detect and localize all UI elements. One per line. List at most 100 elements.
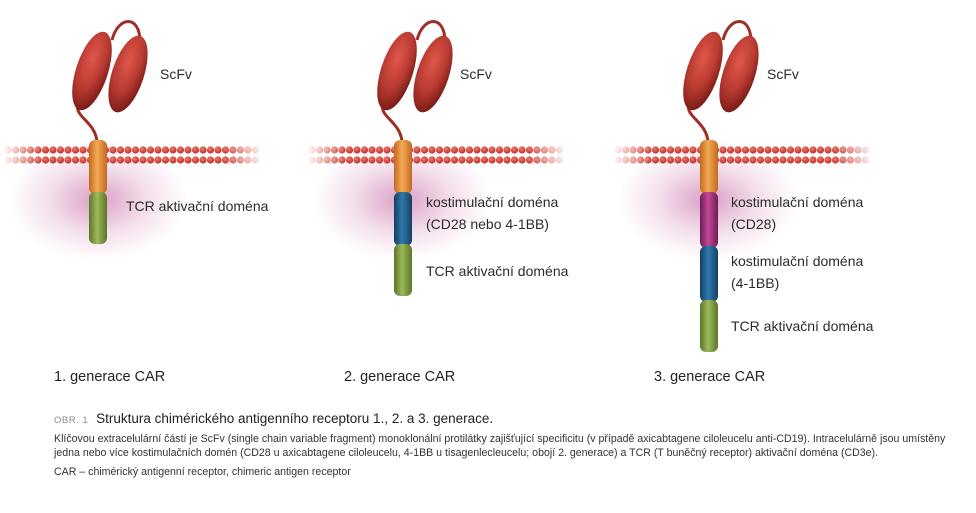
- membrane-bead: [741, 146, 750, 154]
- membrane-bead: [214, 156, 222, 164]
- membrane-bead: [719, 146, 727, 154]
- membrane-bead: [375, 146, 384, 154]
- membrane-bead: [786, 156, 795, 164]
- membrane-bead: [71, 156, 80, 164]
- scfv-linker: [110, 20, 142, 43]
- membrane-bead: [726, 146, 735, 154]
- membrane-bead: [824, 146, 832, 154]
- membrane-bead: [450, 156, 459, 164]
- membrane-bead: [383, 146, 391, 154]
- membrane-bead: [794, 156, 802, 164]
- generation-label: 2. generace CAR: [344, 369, 456, 385]
- scfv-label: ScFv: [160, 66, 192, 82]
- membrane-bead: [214, 146, 222, 154]
- membrane-bead: [420, 146, 429, 154]
- caption-abbreviation: CAR – chimérický antigenní receptor, chi…: [54, 466, 351, 478]
- membrane-bead: [124, 156, 132, 164]
- membrane-bead: [801, 146, 810, 154]
- domain-label: TCR aktivační doména: [426, 263, 569, 279]
- membrane-bead: [689, 146, 697, 154]
- costimulatory-domain: [394, 192, 412, 246]
- membrane-bead: [169, 146, 177, 154]
- domain-label: (CD28 nebo 4-1BB): [426, 216, 549, 232]
- costimulatory-domain-cd28: [700, 192, 718, 248]
- scfv-light-chain: [719, 35, 759, 113]
- membrane-bead: [191, 146, 200, 154]
- membrane-bead: [674, 146, 682, 154]
- membrane-bead: [518, 146, 526, 154]
- membrane-bead: [488, 146, 496, 154]
- membrane-bead: [206, 156, 215, 164]
- scfv-linker: [721, 20, 753, 43]
- membrane-bead: [666, 146, 675, 154]
- membrane-bead: [458, 156, 466, 164]
- scfv-light-chain: [108, 35, 148, 113]
- membrane-bead: [206, 146, 215, 154]
- membrane-bead: [659, 146, 667, 154]
- transmembrane-domain: [89, 140, 107, 194]
- membrane-bead: [465, 156, 474, 164]
- tcr-activation-domain: [700, 300, 718, 352]
- costimulatory-domain-4-1bb: [700, 246, 718, 302]
- membrane-bead: [674, 156, 682, 164]
- membrane-bead: [488, 156, 496, 164]
- membrane-bead: [49, 146, 57, 154]
- membrane-bead: [154, 146, 162, 154]
- membrane-bead: [41, 146, 50, 154]
- membrane-bead: [124, 146, 132, 154]
- membrane-bead: [413, 156, 421, 164]
- membrane-bead: [779, 156, 787, 164]
- membrane-bead: [71, 146, 80, 154]
- membrane-bead: [734, 156, 742, 164]
- membrane-bead: [749, 146, 757, 154]
- domain-label: (CD28): [731, 216, 777, 232]
- membrane-bead: [169, 156, 177, 164]
- domain-label: TCR aktivační doména: [731, 318, 874, 334]
- scfv-label: ScFv: [460, 66, 492, 82]
- car-diagram: [2, 20, 874, 352]
- membrane-fade: [834, 143, 874, 167]
- generation-label: 3. generace CAR: [654, 369, 766, 385]
- membrane-bead: [734, 146, 742, 154]
- membrane-bead: [503, 146, 511, 154]
- membrane-bead: [146, 146, 155, 154]
- membrane-bead: [345, 146, 354, 154]
- domain-label: kostimulační doména: [731, 253, 864, 269]
- membrane-bead: [360, 156, 369, 164]
- tcr-activation-domain: [394, 244, 412, 296]
- membrane-bead: [435, 146, 444, 154]
- car-receptor-gen3: [683, 20, 759, 352]
- transmembrane-domain: [700, 140, 718, 194]
- membrane-bead: [79, 156, 87, 164]
- domain-label: TCR aktivační doména: [126, 198, 269, 214]
- membrane-bead: [375, 156, 384, 164]
- membrane-bead: [681, 146, 690, 154]
- membrane-bead: [116, 146, 125, 154]
- membrane-bead: [176, 156, 185, 164]
- membrane-bead: [726, 156, 735, 164]
- membrane-bead: [480, 156, 489, 164]
- membrane-bead: [801, 156, 810, 164]
- caption-title: Struktura chimérického antigenního recep…: [96, 411, 494, 426]
- membrane-bead: [199, 156, 207, 164]
- domain-label: (4-1BB): [731, 275, 780, 291]
- membrane-bead: [465, 146, 474, 154]
- generation-label: 1. generace CAR: [54, 369, 166, 385]
- membrane-bead: [109, 156, 117, 164]
- membrane-bead: [651, 146, 660, 154]
- membrane-bead: [64, 146, 72, 154]
- membrane-bead: [771, 156, 780, 164]
- membrane-bead: [458, 146, 466, 154]
- membrane-bead: [184, 146, 192, 154]
- membrane-bead: [689, 156, 697, 164]
- membrane-bead: [428, 156, 436, 164]
- membrane-bead: [450, 146, 459, 154]
- membrane-bead: [518, 156, 526, 164]
- membrane-bead: [816, 156, 825, 164]
- membrane-bead: [353, 146, 361, 154]
- membrane-bead: [495, 156, 504, 164]
- membrane-bead: [345, 156, 354, 164]
- membrane-bead: [176, 146, 185, 154]
